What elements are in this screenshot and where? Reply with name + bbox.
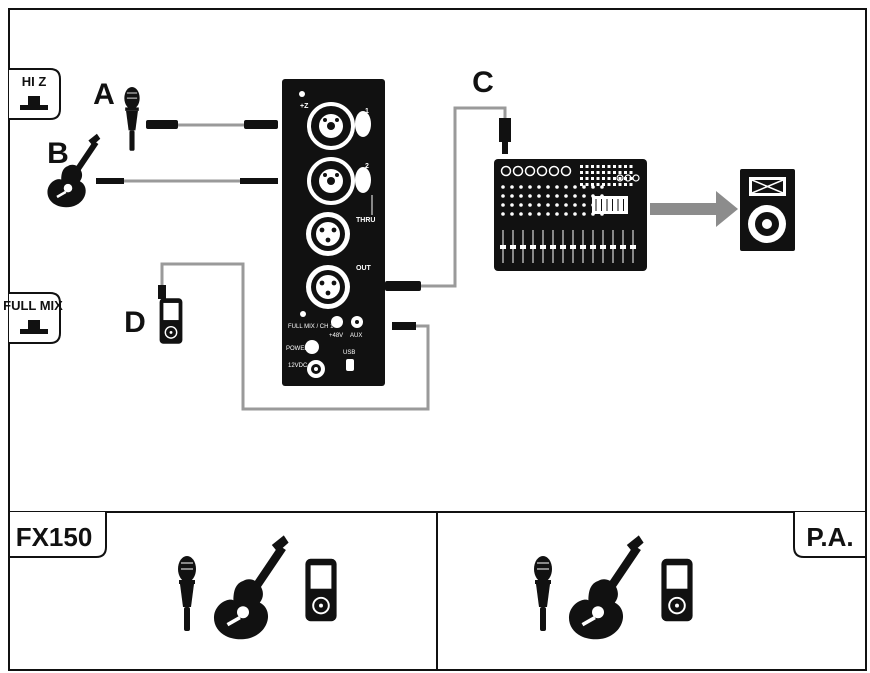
cable-b xyxy=(96,178,278,184)
dc-label: 12VDC xyxy=(288,363,308,369)
fullmix-ch1-label: FULL MIX / CH 1 xyxy=(288,324,334,330)
svg-text:+Z: +Z xyxy=(300,103,309,110)
pa-title: P.A. xyxy=(806,522,853,552)
fx150-title: FX150 xyxy=(16,522,93,552)
footer-pa: P.A. xyxy=(533,512,867,640)
fullmix-switch-tab: FULL MIX xyxy=(3,292,63,344)
label-d: D xyxy=(124,306,146,339)
footer-fx150: FX150 xyxy=(8,512,338,640)
signal-arrow xyxy=(650,191,738,227)
thru-label: THRU xyxy=(356,217,375,224)
pa-speaker-icon xyxy=(740,169,795,251)
plus48v-label: +48V xyxy=(329,333,343,339)
cable-c xyxy=(385,106,511,291)
cable-a xyxy=(146,120,278,129)
fx150-player-icon xyxy=(304,557,338,623)
fullmix-label: FULL MIX xyxy=(3,298,63,313)
label-c: C xyxy=(472,66,494,99)
input2-number: 2 xyxy=(365,163,369,170)
fx150-rear-panel: +Z 1 2 THRU OUT FULL MIX / CH 1 +48V xyxy=(282,79,385,386)
input1-number: 1 xyxy=(365,108,369,115)
out-label: OUT xyxy=(356,265,372,272)
hiz-label: HI Z xyxy=(22,74,47,89)
label-a: A xyxy=(93,78,115,111)
cable-d xyxy=(158,262,430,411)
label-b: B xyxy=(47,137,69,170)
usb-label: USB xyxy=(343,350,355,356)
media-player-icon xyxy=(158,297,184,345)
power-label: POWER xyxy=(286,346,309,352)
hiz-switch-tab: HI Z xyxy=(9,68,61,120)
pa-player-icon xyxy=(660,557,694,623)
aux-label: AUX xyxy=(350,333,362,339)
mixer-console-icon xyxy=(494,159,647,271)
